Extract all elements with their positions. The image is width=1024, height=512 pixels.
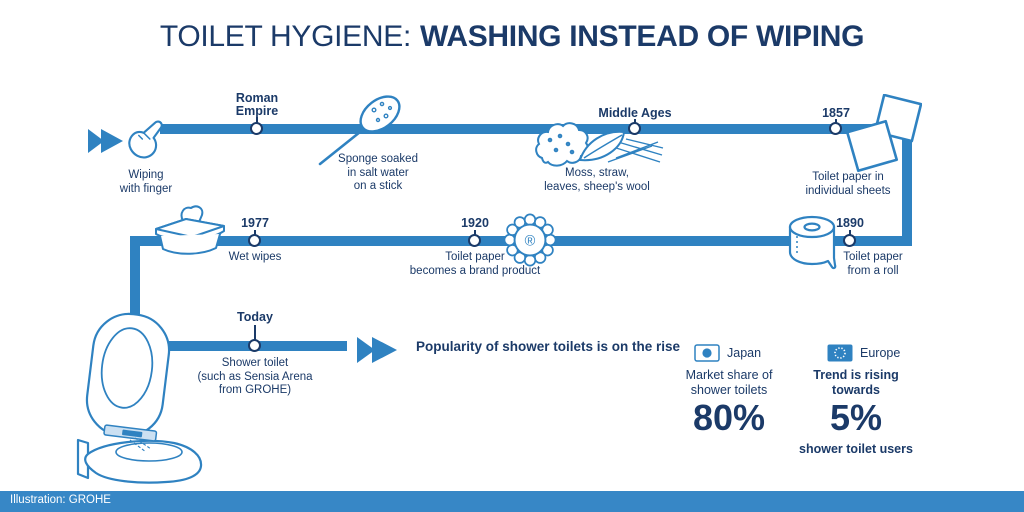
wiping-hand-icon <box>118 120 164 166</box>
middle-ages-caption: Moss, straw, leaves, sheep's wool <box>544 167 650 193</box>
europe-label: Europe <box>860 346 901 360</box>
japan-label: Japan <box>727 346 762 360</box>
footer-bar: Illustration: GROHE <box>0 491 1024 512</box>
wiping-caption: Wiping with finger <box>119 169 173 195</box>
milestone-stem <box>254 230 256 237</box>
wet-wipes-caption: Wet wipes <box>228 251 282 263</box>
page-title: TOILET HYGIENE:WASHING INSTEAD OF WIPING <box>0 20 1024 54</box>
milestone-node-today <box>248 339 261 352</box>
illustration-credit: Illustration: GROHE <box>10 494 111 506</box>
brand-caption: Toilet paper becomes a brand product <box>409 251 541 277</box>
milestone-label-middle-ages: Middle Ages <box>598 106 672 120</box>
roll-caption: Toilet paper from a roll <box>843 251 903 277</box>
milestone-node-1890 <box>843 234 856 247</box>
shower-toilet-caption: Shower toilet (such as Sensia Arena from… <box>197 357 313 396</box>
japan-caption: Market share of shower toilets <box>685 368 773 397</box>
milestone-node-1857 <box>829 122 842 135</box>
milestone-label-roman-empire: Roman Empire <box>235 91 279 118</box>
milestone-node-1977 <box>248 234 261 247</box>
sheets-caption: Toilet paper in individual sheets <box>805 171 891 197</box>
registered-trademark-symbol: ® <box>525 233 536 249</box>
milestone-stem <box>849 230 851 237</box>
moss-straw-leaves-icon <box>532 120 664 172</box>
wet-wipes-box-icon <box>150 203 230 259</box>
milestone-label-today: Today <box>237 310 273 324</box>
brand-badge-icon: ® <box>502 212 558 268</box>
milestone-stem <box>474 230 476 237</box>
paper-sheets-icon <box>846 94 922 174</box>
japan-value: 80% <box>692 397 766 438</box>
stats-headline: Popularity of shower toilets is on the r… <box>416 339 681 354</box>
fast-forward-icon <box>87 128 125 154</box>
page-title-regular: TOILET HYGIENE: <box>159 20 411 53</box>
europe-flag-icon <box>827 344 853 362</box>
milestone-node-middle-ages <box>628 122 641 135</box>
sponge-on-stick-icon <box>316 94 406 168</box>
page-title-bold: WASHING INSTEAD OF WIPING <box>419 20 865 53</box>
europe-caption: Trend is rising towards <box>813 368 899 397</box>
toilet-roll-icon <box>783 214 843 272</box>
timeline-connector-right <box>902 124 912 246</box>
shower-toilet-illustration <box>74 310 209 485</box>
timeline-connector-left <box>130 236 140 351</box>
milestone-label-1857: 1857 <box>822 106 850 120</box>
europe-value: 5% <box>829 397 883 438</box>
milestone-label-1890: 1890 <box>836 216 864 230</box>
milestone-node-roman-empire <box>250 122 263 135</box>
timeline-bar-row3 <box>133 341 347 351</box>
timeline-bar-row1 <box>160 124 912 134</box>
milestone-label-1920: 1920 <box>461 216 489 230</box>
europe-subcaption: shower toilet users <box>799 442 913 456</box>
milestone-stem <box>254 325 256 341</box>
japan-flag-icon <box>694 344 720 362</box>
milestone-stem <box>256 117 258 126</box>
milestone-label-1977: 1977 <box>241 216 269 230</box>
sponge-caption: Sponge soaked in salt water on a stick <box>338 153 418 192</box>
milestone-node-1920 <box>468 234 481 247</box>
fast-forward-icon <box>356 336 398 364</box>
